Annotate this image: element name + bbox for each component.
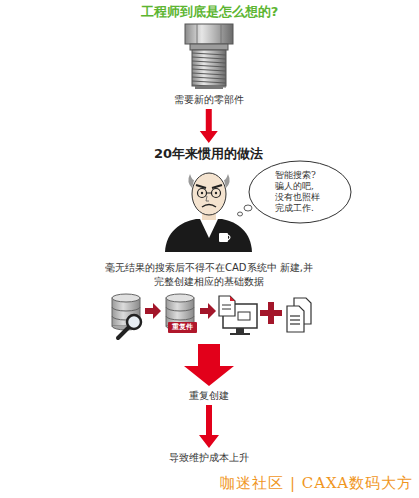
node-text: 重复创建 [187,389,231,402]
part-icon [185,24,233,89]
step-text: 重复创建 [187,389,231,402]
flow-arrow [199,405,219,448]
part-tag: 重复件 [168,322,197,333]
title: 工程师到底是怎么想的? [0,4,419,20]
thread-line [192,61,226,63]
step-text: 需要新的零部件 [172,93,246,106]
thread-line [192,69,226,71]
thread-line [192,77,226,79]
database-search-icon [112,294,141,338]
step-heading: 20年来惯用的做法 [154,146,263,162]
flow-arrow [184,344,234,386]
node-text: 导致维护成本上升 [167,451,251,464]
documents-icon [287,298,311,332]
node-text: 重复件 [172,323,193,332]
heading-text: 20年来惯用的做法 [154,146,263,162]
flow-arrow [200,109,218,143]
bubble-ellipse [249,161,351,223]
small-arrow [145,303,161,319]
thread-line [192,57,226,59]
bubble-tail [238,205,253,216]
thread-line [192,65,226,67]
watermark: 咖迷社区 | CAXA数码大方 [220,474,413,493]
engineer-figure [165,173,252,252]
node-text: 需要新的零部件 [172,93,246,106]
node-text: 毫无结果的搜索后不得不在CAD系统中 新建,并完整创建相应的基础数据 [103,261,315,289]
step-text: 导致维护成本上升 [167,451,251,464]
thread-line [192,53,226,55]
thread-line [192,81,226,83]
speech-bubble: 智能搜索? 骗人的吧, 没有也照样 完成工作. [248,160,352,224]
small-arrow [200,303,216,319]
node-text: 智能搜索? 骗人的吧, 没有也照样 完成工作. [275,170,325,214]
cad-monitor-icon [219,296,257,335]
thread-line [192,73,226,75]
step-text: 毫无结果的搜索后不得不在CAD系统中 新建,并完整创建相应的基础数据 [103,261,315,341]
plus-sign [260,302,282,324]
